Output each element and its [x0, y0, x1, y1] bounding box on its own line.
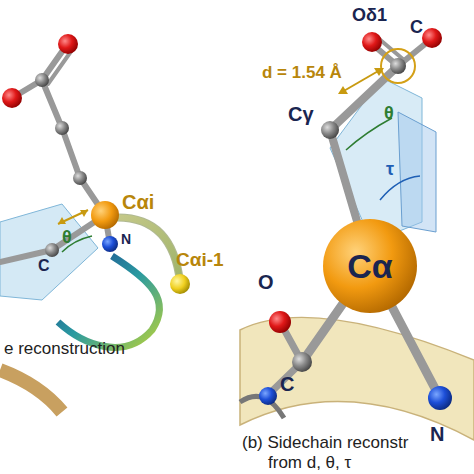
arrow-head: [374, 68, 384, 76]
atom-label: Cγ: [288, 104, 314, 124]
carbon-atom: [321, 121, 339, 139]
backbone-ribbon: [58, 256, 160, 347]
angle-arc: [346, 118, 392, 150]
left-panel: [0, 34, 190, 412]
oxygen-atom: [58, 34, 78, 54]
atom-label: N: [121, 232, 131, 246]
oxygen-atom: [362, 32, 382, 52]
distance-label: d = 1.54 Å: [262, 64, 342, 81]
carbon-atom: [73, 171, 87, 185]
angle-plane: [0, 204, 98, 300]
oxygen-atom: [2, 88, 22, 108]
distance-arrow: [342, 70, 380, 92]
dihedral-label: τ: [386, 160, 394, 178]
atom-label: Cα: [347, 249, 392, 283]
angle-label: θ: [384, 104, 394, 122]
right-panel: [240, 28, 474, 440]
sphere-fill: [323, 219, 417, 313]
sphere-text-holder: Cα: [322, 218, 418, 314]
carbon-atom: [55, 121, 69, 135]
panel-caption: e reconstruction: [4, 340, 125, 357]
virtual-bond: [108, 218, 180, 282]
calpha-atom: [91, 201, 119, 229]
target-atom-ring: [381, 49, 415, 83]
atom-label: N: [430, 424, 444, 444]
calpha-sphere: Cα: [322, 218, 418, 314]
carbon-atom: [292, 352, 312, 372]
nitrogen-atom: [102, 236, 118, 252]
carbon-atom: [35, 73, 49, 87]
atom-label: Cαi: [122, 192, 154, 212]
nitrogen-atom: [259, 387, 277, 405]
bond-sticks: [0, 46, 110, 262]
arrow-head: [58, 217, 66, 224]
atom-label: O: [258, 272, 274, 292]
atom-label: Cαi-1: [176, 250, 224, 269]
atom-label: C: [280, 374, 294, 394]
virtual-bond: [108, 218, 180, 282]
carbon-atom: [45, 243, 59, 257]
calpha-prev-atom: [170, 274, 190, 294]
atom-label: C: [38, 258, 50, 274]
distance-arrow: [58, 210, 88, 224]
dihedral-arc: [380, 176, 420, 200]
atom-label: Oδ1: [352, 6, 387, 24]
bond-sticks: [268, 38, 440, 398]
panel-caption: from d, θ, τ: [268, 454, 351, 471]
dihedral-plane: [398, 112, 436, 232]
carbon-atom: [390, 58, 406, 74]
backbone-ribbon: [240, 318, 474, 440]
oxygen-atom: [422, 28, 442, 48]
atom-label: C: [410, 18, 423, 36]
panel-caption: (b) Sidechain reconstr: [242, 434, 408, 451]
arrow-head: [80, 210, 88, 217]
nitrogen-atom: [428, 386, 452, 410]
arrow-head: [338, 86, 348, 94]
oxygen-atom: [269, 311, 291, 333]
angle-label: θ: [62, 228, 72, 246]
backbone-ribbon: [0, 370, 62, 412]
